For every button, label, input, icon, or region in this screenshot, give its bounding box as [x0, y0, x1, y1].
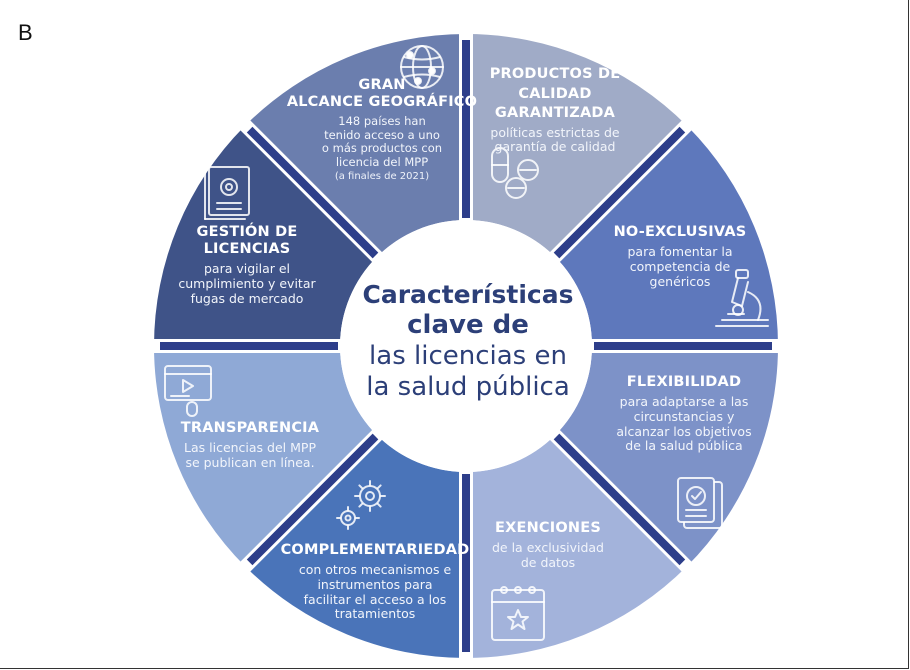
segment-alcance: GRAN ALCANCE GEOGRÁFICO 148 países han t… — [282, 77, 482, 183]
segment-alcance-title-2: ALCANCE GEOGRÁFICO — [286, 94, 478, 111]
center-title-line-1: Características — [362, 280, 574, 309]
segment-shape-calidad — [466, 34, 687, 257]
center-title: Características clave de las licencias e… — [345, 280, 591, 404]
segment-shape-transparencia — [154, 346, 377, 567]
segment-transparencia-desc: Las licencias del MPP se publican en lín… — [184, 440, 316, 470]
segment-exenciones-title: EXENCIONES — [495, 520, 601, 536]
segment-shape-complementariedad — [245, 435, 466, 658]
segment-separator-5 — [246, 433, 379, 566]
segment-calidad-desc: políticas estrictas de garantía de calid… — [490, 124, 620, 155]
center-title-line-2: clave de — [407, 310, 529, 340]
segment-separator-7 — [246, 126, 379, 259]
segment-complementariedad: COMPLEMENTARIEDAD con otros mecanismos e… — [280, 542, 470, 622]
segment-calidad-title: PRODUCTOS DE CALIDAD GARANTIZADA — [489, 66, 621, 122]
segment-complementariedad-title: COMPLEMENTARIEDAD — [280, 542, 470, 558]
segment-exclusivas: NO-EXCLUSIVAS para fomentar la competenc… — [605, 224, 755, 289]
calendar-star-icon — [491, 586, 545, 641]
segment-transparencia: TRANSPARENCIA Las licencias del MPP se p… — [170, 420, 330, 471]
segment-gestion-title: GESTIÓN DE LICENCIAS — [196, 224, 298, 258]
segment-flexibilidad: FLEXIBILIDAD para adaptarse a las circun… — [604, 374, 764, 454]
segment-gestion-desc: para vigilar el cumplimiento y evitar fu… — [178, 261, 316, 306]
segment-exenciones-desc: de la exclusividad de datos — [491, 540, 604, 570]
segment-flexibilidad-desc: para adaptarse a las circunstancias y al… — [616, 394, 752, 454]
segment-exclusivas-title: NO-EXCLUSIVAS — [613, 224, 747, 240]
segment-shape-alcance — [245, 33, 466, 257]
segment-gestion: GESTIÓN DE LICENCIAS para vigilar el cum… — [162, 224, 332, 306]
globe-icon — [400, 45, 444, 89]
center-title-line-4: la salud pública — [366, 372, 570, 403]
segment-shape-exclusivas — [555, 125, 778, 346]
segment-flexibilidad-title: FLEXIBILIDAD — [626, 374, 742, 390]
segment-complementariedad-desc: con otros mecanismos e instrumentos para… — [298, 562, 452, 622]
segment-alcance-title-1: GRAN — [358, 77, 406, 93]
segment-alcance-note: (a finales de 2021) — [334, 171, 430, 183]
pills-icon — [491, 147, 539, 199]
center-title-line-3: las licencias en — [369, 341, 567, 372]
segment-calidad: PRODUCTOS DE CALIDAD GARANTIZADA polític… — [480, 65, 630, 155]
segment-exenciones: EXENCIONES de la exclusividad de datos — [478, 520, 618, 571]
segment-transparencia-title: TRANSPARENCIA — [180, 420, 320, 436]
segment-separator-3 — [553, 433, 686, 566]
center-circle — [340, 220, 592, 472]
panel-label: B — [18, 20, 33, 45]
gears-icon — [336, 480, 386, 530]
certificate-icon — [204, 166, 250, 220]
segment-separator-1 — [553, 126, 686, 259]
wheel-icons — [164, 45, 769, 641]
wheel-separators — [150, 30, 782, 662]
microscope-icon — [715, 269, 769, 327]
segment-alcance-desc: 148 países han tenido acceso a uno o más… — [321, 114, 443, 169]
segment-exclusivas-desc: para fomentar la competencia de genérico… — [627, 244, 733, 289]
document-check-icon — [677, 477, 723, 529]
web-video-icon — [164, 365, 212, 417]
